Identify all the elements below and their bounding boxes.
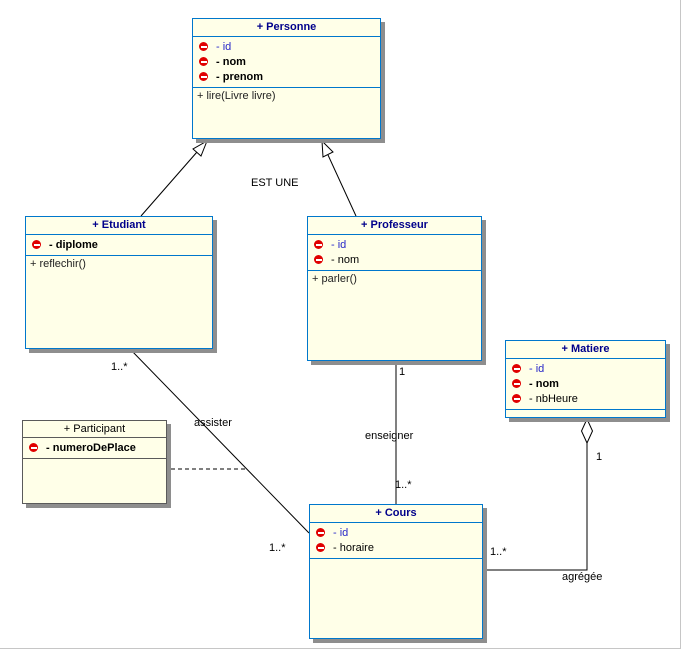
- generalization-label[interactable]: EST UNE: [251, 177, 299, 189]
- attributes-compartment: - id - nom - nbHeure: [506, 359, 665, 410]
- agregee-multiplicity-matiere[interactable]: 1: [596, 451, 603, 463]
- class-matiere[interactable]: + Matiere - id - nom - nbHeure: [505, 340, 666, 418]
- attribute-text: - nom: [529, 377, 559, 390]
- attribute-row: - nom: [193, 54, 380, 69]
- attribute-row: - nbHeure: [506, 391, 665, 406]
- attributes-compartment: - diplome: [26, 235, 212, 256]
- agregee-association-name[interactable]: agrégée: [562, 571, 603, 583]
- enseigner-multiplicity-professeur[interactable]: 1: [399, 366, 406, 378]
- class-title: + Matiere: [506, 341, 665, 359]
- private-visibility-icon: [512, 394, 521, 403]
- methods-compartment: + parler(): [308, 271, 481, 360]
- attribute-text: - nom: [331, 253, 360, 266]
- method-text: + parler(): [312, 273, 357, 285]
- enseigner-multiplicity-cours[interactable]: 1..*: [395, 479, 412, 491]
- attribute-text: - diplome: [49, 238, 98, 251]
- attribute-row: - nom: [308, 252, 481, 267]
- methods-compartment: [23, 459, 166, 503]
- private-visibility-icon: [199, 42, 208, 51]
- attributes-compartment: - id - horaire: [310, 523, 482, 559]
- attribute-row: - horaire: [310, 540, 482, 555]
- private-visibility-icon: [512, 364, 521, 373]
- attribute-row: - id: [193, 39, 380, 54]
- methods-compartment: [310, 559, 482, 638]
- attribute-row: - id: [310, 525, 482, 540]
- attribute-row: - nom: [506, 376, 665, 391]
- class-title: + Etudiant: [26, 217, 212, 235]
- attribute-text: - id: [333, 526, 349, 539]
- attribute-text: - horaire: [333, 541, 374, 554]
- private-visibility-icon: [29, 443, 38, 452]
- private-visibility-icon: [314, 255, 323, 264]
- private-visibility-icon: [512, 379, 521, 388]
- class-etudiant[interactable]: + Etudiant - diplome + reflechir(): [25, 216, 213, 349]
- class-participant[interactable]: + Participant - numeroDePlace: [22, 420, 167, 504]
- methods-compartment: + lire(Livre livre): [193, 88, 380, 138]
- private-visibility-icon: [199, 72, 208, 81]
- attribute-text: - id: [529, 362, 545, 375]
- private-visibility-icon: [199, 57, 208, 66]
- class-cours[interactable]: + Cours - id - horaire: [309, 504, 483, 639]
- class-title: + Participant: [23, 421, 166, 438]
- class-title: + Cours: [310, 505, 482, 523]
- attribute-text: - prenom: [216, 70, 264, 83]
- class-title: + Professeur: [308, 217, 481, 235]
- methods-compartment: [506, 410, 665, 417]
- attribute-row: - numeroDePlace: [23, 440, 166, 455]
- attribute-row: - prenom: [193, 69, 380, 84]
- methods-compartment: + reflechir(): [26, 256, 212, 348]
- inheritance-arrowhead: [321, 139, 334, 158]
- class-personne[interactable]: + Personne - id - nom - prenom + lire(Li…: [192, 18, 381, 139]
- aggregation-diamond: [580, 417, 594, 445]
- attribute-text: - id: [216, 40, 232, 53]
- private-visibility-icon: [32, 240, 41, 249]
- attributes-compartment: - id - nom - prenom: [193, 37, 380, 88]
- enseigner-association-name[interactable]: enseigner: [365, 430, 414, 442]
- attributes-compartment: - numeroDePlace: [23, 438, 166, 459]
- agregee-multiplicity-cours[interactable]: 1..*: [490, 546, 507, 558]
- attribute-text: - id: [331, 238, 347, 251]
- generalization-etudiant-personne[interactable]: [140, 139, 208, 217]
- private-visibility-icon: [316, 528, 325, 537]
- attribute-row: - id: [308, 237, 481, 252]
- method-text: + reflechir(): [30, 258, 86, 270]
- assister-multiplicity-etudiant[interactable]: 1..*: [111, 361, 128, 373]
- inheritance-arrowhead: [192, 139, 208, 157]
- class-title: + Personne: [193, 19, 380, 37]
- method-text: + lire(Livre livre): [197, 90, 276, 102]
- attribute-text: - nbHeure: [529, 392, 578, 405]
- generalization-professeur-personne[interactable]: [321, 139, 357, 217]
- assister-association-name[interactable]: assister: [194, 417, 232, 429]
- attribute-text: - numeroDePlace: [46, 441, 136, 454]
- attribute-text: - nom: [216, 55, 246, 68]
- attribute-row: - id: [506, 361, 665, 376]
- assister-multiplicity-cours[interactable]: 1..*: [269, 542, 286, 554]
- attributes-compartment: - id - nom: [308, 235, 481, 271]
- private-visibility-icon: [314, 240, 323, 249]
- private-visibility-icon: [316, 543, 325, 552]
- attribute-row: - diplome: [26, 237, 212, 252]
- class-professeur[interactable]: + Professeur - id - nom + parler(): [307, 216, 482, 361]
